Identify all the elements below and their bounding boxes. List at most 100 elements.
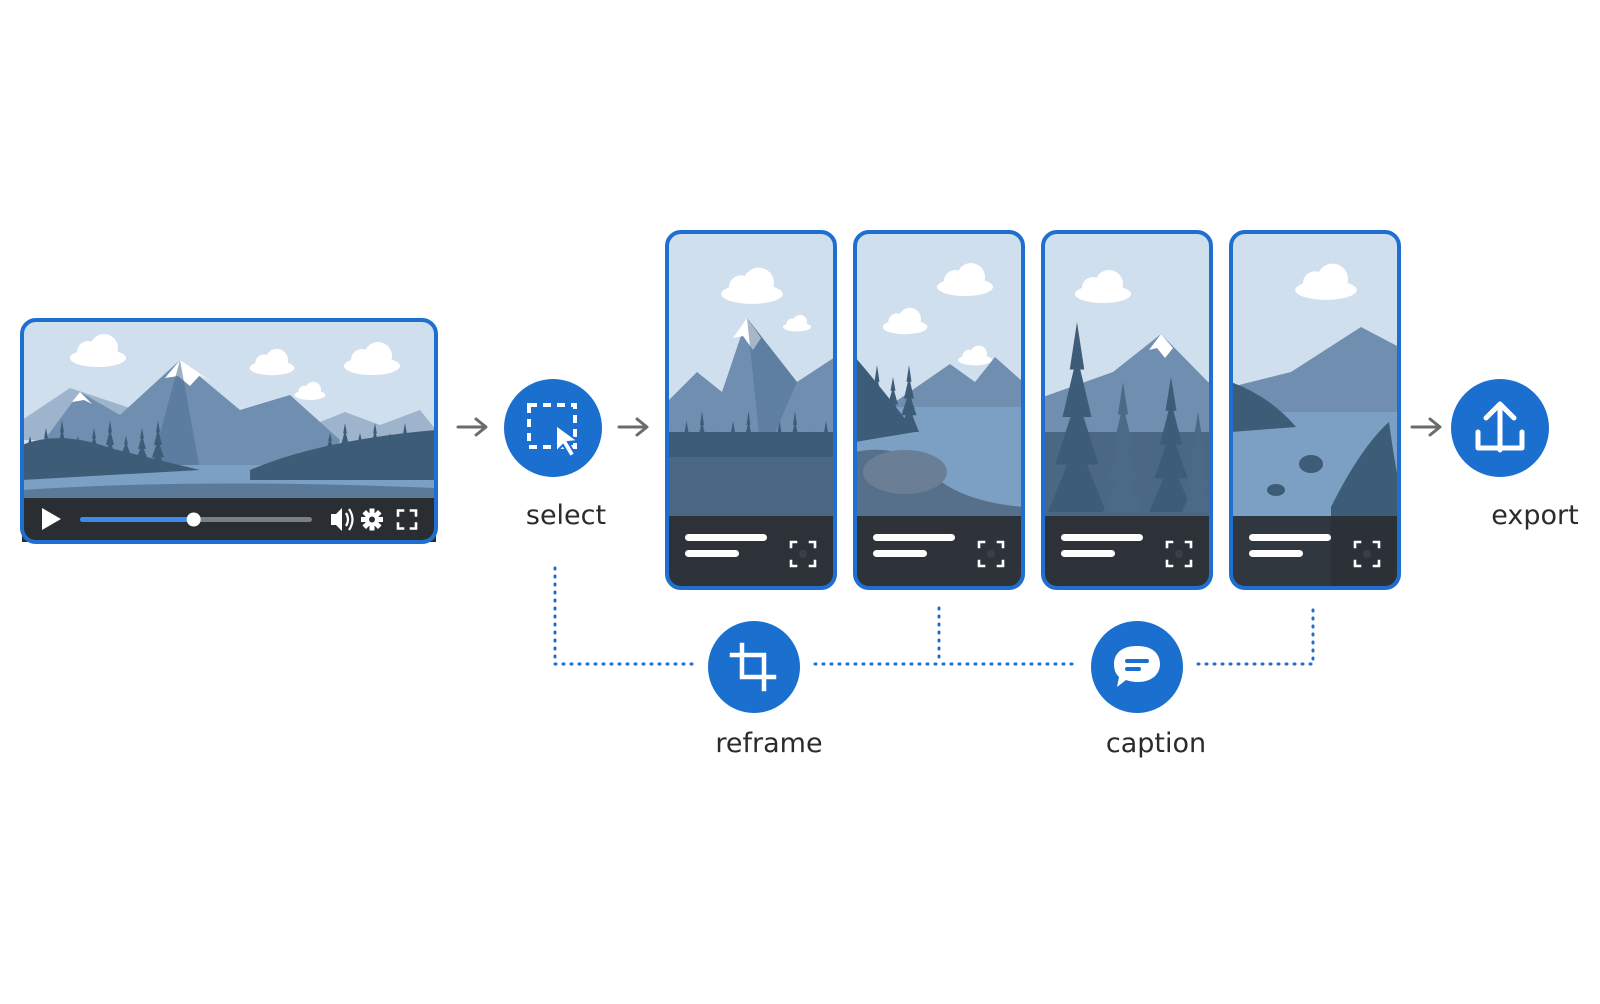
cloud-puff [90, 334, 118, 362]
pine-tree [337, 423, 353, 465]
pine-tree [118, 436, 134, 470]
pine-tree [382, 433, 398, 465]
fullscreen-dot [1363, 550, 1371, 558]
cloud [70, 334, 126, 367]
connector-caption-clip [1196, 604, 1315, 666]
caption-line [1061, 550, 1115, 557]
pine-tree [694, 411, 710, 467]
arrow-to-clips [617, 417, 649, 437]
pine-tree [54, 420, 70, 470]
forest-shore [1231, 382, 1296, 432]
cloud-puff [743, 267, 774, 299]
gear-icon[interactable] [361, 508, 383, 531]
pine-tree [397, 423, 413, 465]
fullscreen-icon[interactable] [977, 540, 1005, 568]
play-icon[interactable] [42, 508, 61, 530]
fullscreen-dot [1175, 550, 1183, 558]
forest-shore [855, 357, 915, 442]
caption-line [1249, 550, 1303, 557]
gear-tooth [369, 508, 375, 515]
selection-cursor-icon [527, 403, 581, 459]
caption-step-button[interactable] [1091, 621, 1183, 713]
cloud-puff [305, 381, 321, 398]
volume-speaker [331, 508, 342, 531]
fullscreen-icon[interactable] [1165, 540, 1193, 568]
fullscreen-icon[interactable] [789, 540, 817, 568]
reframe-step-button[interactable] [708, 621, 800, 713]
clip-scene-pine-lake-shore [855, 232, 1023, 588]
select-step-button-bg [504, 379, 602, 477]
cloud-puff [970, 345, 987, 363]
dotted-connectors [553, 566, 1315, 666]
pine-tree [352, 433, 368, 465]
vertical-clip[interactable] [1041, 230, 1214, 590]
connector-select-reframe [553, 566, 696, 666]
vertical-clip[interactable] [851, 230, 1025, 590]
vertical-clip[interactable] [1229, 230, 1401, 590]
mountain-main [1231, 327, 1399, 417]
fullscreen-dot [987, 550, 995, 558]
cloud [1295, 263, 1357, 300]
cloud [783, 315, 811, 332]
gear-hole [369, 516, 375, 523]
clip-frame-border [1041, 230, 1213, 590]
dashed-selection [527, 403, 577, 449]
cursor-arrow [555, 423, 581, 459]
progress-handle[interactable] [186, 512, 201, 527]
bubble-line [1125, 667, 1141, 671]
pine-tree [818, 421, 834, 467]
crop-icon [729, 642, 777, 692]
video-frame-border [20, 318, 438, 544]
progress-fill [80, 517, 194, 522]
clip-frame-border [665, 230, 837, 590]
clip-scene-snow-peak-forest [667, 232, 835, 588]
cloud-puff [1095, 270, 1123, 298]
caption-step-label: caption [1105, 728, 1207, 759]
cloud-puff [898, 307, 921, 331]
volume-icon[interactable] [331, 508, 354, 531]
pine-tree [22, 436, 38, 470]
select-step-label: select [525, 500, 607, 531]
cloud-puff [265, 348, 288, 372]
volume-wave [345, 512, 350, 527]
speech-bubble-icon [1114, 646, 1160, 687]
arrow-to-export [1410, 417, 1442, 437]
cloud [1075, 270, 1131, 303]
fullscreen-icon[interactable] [396, 509, 418, 530]
crop-lines [729, 642, 777, 692]
pine-tree [787, 411, 803, 467]
caption-line [873, 534, 955, 541]
source-video-player [20, 318, 438, 544]
vertical-clip[interactable] [663, 230, 837, 590]
vertical-clips [663, 230, 1401, 590]
clip-scene-tall-pines-peak [1043, 232, 1211, 588]
pine-tree [102, 420, 118, 470]
cloud-puff [957, 263, 985, 291]
export-step-button[interactable] [1451, 379, 1549, 477]
fullscreen-corners [1165, 540, 1193, 568]
cloud [344, 342, 400, 375]
snow-cap [1149, 334, 1173, 358]
clip-scene-lake-foliage [1231, 232, 1399, 588]
pine-tree [367, 423, 383, 465]
upload-icon [1475, 401, 1525, 453]
mountain-main [667, 318, 835, 462]
pine-tree [70, 436, 86, 470]
cloud [937, 263, 993, 296]
pine-tree [86, 428, 102, 470]
select-step-button[interactable] [504, 379, 602, 477]
fullscreen-icon[interactable] [1353, 540, 1381, 568]
cloud-puff [793, 315, 807, 329]
pine-tree [412, 433, 428, 465]
volume-wave [348, 508, 354, 531]
caption-line [1249, 534, 1331, 541]
fullscreen-corners [396, 509, 418, 530]
pine-tree [867, 365, 887, 432]
snow-cap [72, 392, 92, 404]
pine-tree [1182, 412, 1211, 512]
rock [863, 450, 947, 494]
cloud-puff [1317, 263, 1348, 295]
cloud [721, 267, 783, 304]
upload-arrow [1483, 401, 1517, 453]
